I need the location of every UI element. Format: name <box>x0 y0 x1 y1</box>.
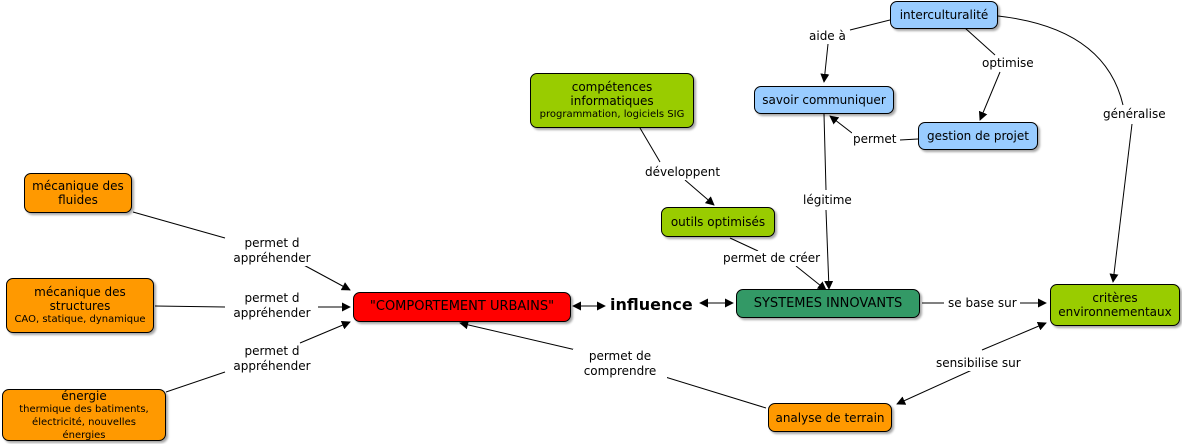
node-label: mécanique des structures <box>34 285 126 313</box>
link-label-permet-creer: permet de créer <box>722 251 822 266</box>
edge-developpent-outils <box>684 179 715 206</box>
node-outils-optimises[interactable]: outils optimisés <box>661 207 775 237</box>
edge-permet-savoir <box>829 115 853 134</box>
link-label-apprehender-3: permet d appréhender <box>228 344 316 374</box>
node-criteres-environnementaux[interactable]: critères environnementaux <box>1050 284 1180 326</box>
node-label: mécanique des fluides <box>32 179 124 207</box>
edge-creer-systemes <box>795 265 827 291</box>
node-systemes-innovants[interactable]: SYSTEMES INNOVANTS <box>736 289 920 318</box>
node-sublabel: CAO, statique, dynamique <box>14 314 146 325</box>
node-label: SYSTEMES INNOVANTS <box>753 295 903 311</box>
edge-structures-apprehender <box>154 305 226 308</box>
link-label-optimise: optimise <box>981 56 1035 71</box>
edge-sensibilise-criteres <box>981 322 1047 351</box>
node-energie[interactable]: énergie thermique des batiments, électri… <box>2 389 166 441</box>
node-savoir-communiquer[interactable]: savoir communiquer <box>754 86 894 114</box>
node-label: gestion de projet <box>927 129 1029 143</box>
edge-optimise-gestion <box>978 71 1001 121</box>
edge-apprehender3-comportement <box>299 320 351 344</box>
node-label: analyse de terrain <box>775 410 885 425</box>
edge-legitime-systemes <box>824 209 834 290</box>
edge-energie-apprehender <box>165 371 226 393</box>
node-mecanique-fluides[interactable]: mécanique des fluides <box>24 173 132 213</box>
label-influence: influence <box>610 295 693 314</box>
node-label: outils optimisés <box>670 215 766 229</box>
node-label: critères environnementaux <box>1058 291 1172 319</box>
node-label: compétences informatiques <box>570 80 654 108</box>
edge-comprendre-comportement <box>459 320 577 351</box>
link-label-aide-a: aide à <box>808 29 847 44</box>
node-sublabel: programmation, logiciels SIG <box>539 109 685 120</box>
link-label-apprehender-1: permet d appréhender <box>228 236 316 266</box>
link-label-developpent: développent <box>644 165 722 180</box>
link-label-legitime: légitime <box>802 193 853 208</box>
node-competences-informatiques[interactable]: compétences informatiques programmation,… <box>530 73 694 128</box>
edge-gestion-permet <box>899 138 919 141</box>
edge-competences-developpent <box>639 127 661 163</box>
node-analyse-terrain[interactable]: analyse de terrain <box>768 403 892 432</box>
link-label-permet-comprendre: permet de comprendre <box>573 349 667 379</box>
edge-analyse-comprendre <box>661 375 767 409</box>
node-sublabel: thermique des batiments, électricité, no… <box>19 403 149 441</box>
edge-interculturalite-aide <box>849 19 891 31</box>
node-label: interculturalité <box>899 8 989 22</box>
node-interculturalite[interactable]: interculturalité <box>890 1 998 29</box>
link-label-apprehender-2: permet d appréhender <box>228 291 316 321</box>
link-label-generalise: généralise <box>1102 107 1167 122</box>
link-label-se-base-sur: se base sur <box>947 296 1018 311</box>
edge-generalise-criteres <box>1109 123 1133 283</box>
edge-savoir-legitime <box>823 113 827 191</box>
edge-aide-savoir <box>820 43 830 83</box>
edge-analyse-sensibilise <box>896 369 973 405</box>
link-label-sensibilise-sur: sensibilise sur <box>935 356 1022 371</box>
edge-interculturalite-optimise <box>964 27 996 56</box>
link-label-permet: permet <box>852 132 898 147</box>
node-comportement-urbains[interactable]: "COMPORTEMENT URBAINS" <box>353 292 571 322</box>
edge-apprehender1-comportement <box>299 262 351 291</box>
edge-outils-creer <box>729 237 759 252</box>
edge-fluides-apprehender <box>132 211 226 239</box>
node-gestion-projet[interactable]: gestion de projet <box>918 122 1038 150</box>
node-label: "COMPORTEMENT URBAINS" <box>369 299 555 314</box>
node-label: énergie <box>61 388 107 403</box>
edge-interculturalite-generalise <box>997 15 1124 106</box>
node-mecanique-structures[interactable]: mécanique des structures CAO, statique, … <box>6 278 154 333</box>
node-label: savoir communiquer <box>762 93 886 107</box>
